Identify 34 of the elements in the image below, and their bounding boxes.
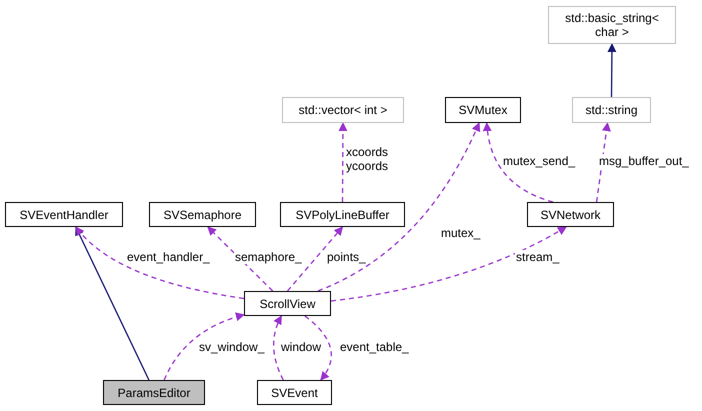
edge-label: semaphore_ bbox=[234, 250, 303, 264]
edge-label: mutex_ bbox=[440, 226, 482, 240]
class-box: SVSemaphore bbox=[149, 202, 256, 227]
class-box: ScrollView bbox=[244, 291, 331, 316]
class-box: SVPolyLineBuffer bbox=[280, 202, 405, 227]
class-box: std::vector< int > bbox=[282, 97, 404, 123]
arrow bbox=[273, 315, 284, 380]
arrow bbox=[304, 316, 332, 381]
arrow bbox=[318, 122, 480, 292]
arrow bbox=[75, 226, 150, 380]
class-box: ParamsEditor bbox=[103, 380, 205, 405]
edge-label: event_table_ bbox=[339, 340, 410, 354]
edge-label: event_handler_ bbox=[126, 250, 211, 264]
arrow bbox=[207, 226, 274, 292]
class-box: SVEvent bbox=[257, 380, 332, 405]
arrow bbox=[75, 226, 244, 300]
arrow bbox=[338, 122, 348, 202]
edge-label: mutex_send_ bbox=[502, 154, 576, 168]
class-box: SVMutex bbox=[445, 97, 521, 123]
arrow bbox=[287, 226, 344, 292]
class-box: std::basic_string< char > bbox=[548, 6, 676, 44]
edge-label: stream_ bbox=[515, 250, 560, 264]
arrow bbox=[483, 122, 554, 203]
class-box: SVNetwork bbox=[527, 202, 614, 227]
arrow bbox=[607, 43, 616, 97]
class-box: std::string bbox=[572, 97, 651, 123]
arrow bbox=[330, 226, 567, 302]
class-box: SVEventHandler bbox=[5, 202, 123, 227]
edge-label: msg_buffer_out_ bbox=[598, 154, 690, 168]
edge-label: sv_window_ bbox=[198, 340, 266, 354]
edge-label: points_ bbox=[326, 250, 367, 264]
arrow bbox=[164, 312, 245, 380]
arrow bbox=[596, 122, 611, 202]
edge-label: window bbox=[280, 340, 322, 354]
